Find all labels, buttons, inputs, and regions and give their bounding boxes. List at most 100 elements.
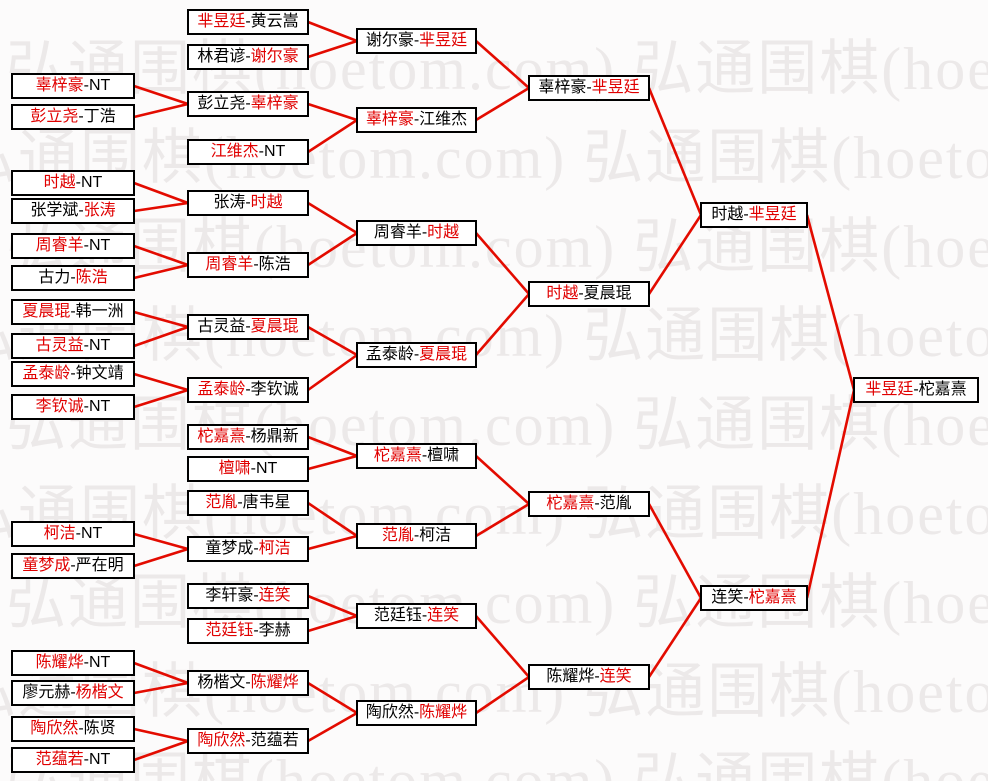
winner-name: 陈耀烨 <box>419 704 468 721</box>
player-name: 范胤 <box>599 495 632 512</box>
name-separator: - <box>83 337 89 354</box>
connector-line <box>307 681 358 715</box>
match-box-d1: 辜梓豪-芈昱廷 <box>528 75 650 101</box>
winner-name: 辜梓豪 <box>365 111 414 128</box>
name-separator: - <box>413 527 420 544</box>
player-name: 江维杰 <box>419 111 468 128</box>
match-box-d3: 柁嘉熹-范胤 <box>528 491 650 517</box>
player-name: 林君谚 <box>197 48 246 65</box>
connector-line <box>133 532 189 551</box>
connector-line <box>805 214 856 391</box>
connector-line <box>475 86 530 122</box>
connector-line <box>307 353 358 392</box>
connector-line <box>133 325 189 348</box>
name-separator: - <box>75 525 81 542</box>
winner-name: 夏晨琨 <box>22 303 71 320</box>
name-separator: - <box>75 174 81 191</box>
connector-line <box>647 214 703 295</box>
name-separator: - <box>250 460 256 477</box>
match-box-a8: 古灵益-NT <box>11 333 135 359</box>
match-box-b2: 林君谚-谢尔豪 <box>187 44 309 70</box>
winner-name: 柁嘉熹 <box>546 495 595 512</box>
player-name: 黄云嵩 <box>250 13 299 30</box>
match-box-a15: 陶欣然-陈贤 <box>11 716 135 742</box>
match-box-a5: 周睿羊-NT <box>11 233 135 259</box>
match-box-c8: 陶欣然-陈耀烨 <box>356 700 477 726</box>
winner-name: 范廷钰 <box>205 622 254 639</box>
winner-name: 陈浩 <box>75 269 108 286</box>
player-name: 韩一洲 <box>75 303 124 320</box>
name-separator: - <box>743 589 749 606</box>
match-box-a1: 辜梓豪-NT <box>11 73 135 99</box>
connector-line <box>647 597 703 678</box>
player-name: 严在明 <box>75 557 124 574</box>
winner-name: 时越 <box>43 174 76 191</box>
winner-name: 范胤 <box>381 527 414 544</box>
name-separator: - <box>413 32 420 49</box>
match-box-d2: 时越-夏晨琨 <box>528 281 650 307</box>
match-box-b10: 檀啸-NT <box>187 456 309 482</box>
name-separator: - <box>413 111 420 128</box>
player-name: NT <box>89 337 111 354</box>
player-name: NT <box>81 525 103 542</box>
name-separator: - <box>413 346 420 363</box>
winner-name: 李钦诚 <box>35 398 84 415</box>
player-name: 古力 <box>38 269 71 286</box>
winner-name: 陈耀烨 <box>250 674 299 691</box>
name-separator: - <box>245 674 251 691</box>
winner-name: 柁嘉熹 <box>748 589 797 606</box>
player-name: 孟泰龄 <box>365 346 414 363</box>
player-name: 柁嘉熹 <box>918 381 967 398</box>
match-box-b5: 张涛-时越 <box>187 190 309 216</box>
winner-name: 陶欣然 <box>197 732 246 749</box>
name-separator: - <box>594 495 600 512</box>
connector-line <box>133 727 189 743</box>
name-separator: - <box>78 108 84 125</box>
player-name: NT <box>89 237 111 254</box>
name-separator: - <box>245 318 251 335</box>
match-box-b1: 芈昱廷-黄云嵩 <box>187 9 309 35</box>
player-name: 时越 <box>711 206 744 223</box>
connector-line <box>133 102 189 119</box>
connector-line <box>133 201 189 213</box>
connector-line <box>307 39 358 59</box>
name-separator: - <box>253 622 259 639</box>
player-name: 李赫 <box>258 622 291 639</box>
connector-line <box>307 711 358 743</box>
winner-name: 夏晨琨 <box>250 318 299 335</box>
connector-line <box>307 20 358 43</box>
player-name: 辜梓豪 <box>538 79 587 96</box>
connector-line <box>475 40 530 89</box>
name-separator: - <box>245 194 251 211</box>
winner-name: 张涛 <box>83 202 116 219</box>
connector-line <box>805 389 856 599</box>
name-separator: - <box>578 285 584 302</box>
match-box-b6: 周睿羊-陈浩 <box>187 252 309 278</box>
name-separator: - <box>83 398 89 415</box>
winner-name: 时越 <box>546 285 579 302</box>
winner-name: 辜梓豪 <box>35 77 84 94</box>
winner-name: 范胤 <box>205 494 238 511</box>
match-box-a4: 张学斌-张涛 <box>11 198 135 224</box>
match-box-b8: 孟泰龄-李钦诚 <box>187 377 309 403</box>
name-separator: - <box>253 587 259 604</box>
match-box-a13: 陈耀烨-NT <box>11 650 135 676</box>
name-separator: - <box>83 237 89 254</box>
match-box-a9: 孟泰龄-钟文靖 <box>11 361 135 387</box>
connector-line <box>307 231 358 267</box>
player-name: NT <box>256 460 278 477</box>
winner-name: 连笑 <box>427 607 460 624</box>
winner-name: 孟泰龄 <box>197 381 246 398</box>
connector-line <box>133 84 189 106</box>
match-box-b11: 范胤-唐韦星 <box>187 490 309 516</box>
name-separator: - <box>421 607 428 624</box>
connector-line <box>307 435 358 458</box>
winner-name: 古灵益 <box>35 337 84 354</box>
connector-line <box>647 503 703 599</box>
name-separator: - <box>594 668 600 685</box>
name-separator: - <box>70 269 76 286</box>
name-separator: - <box>70 303 76 320</box>
player-name: 陈浩 <box>258 256 291 273</box>
connector-line <box>475 455 530 505</box>
